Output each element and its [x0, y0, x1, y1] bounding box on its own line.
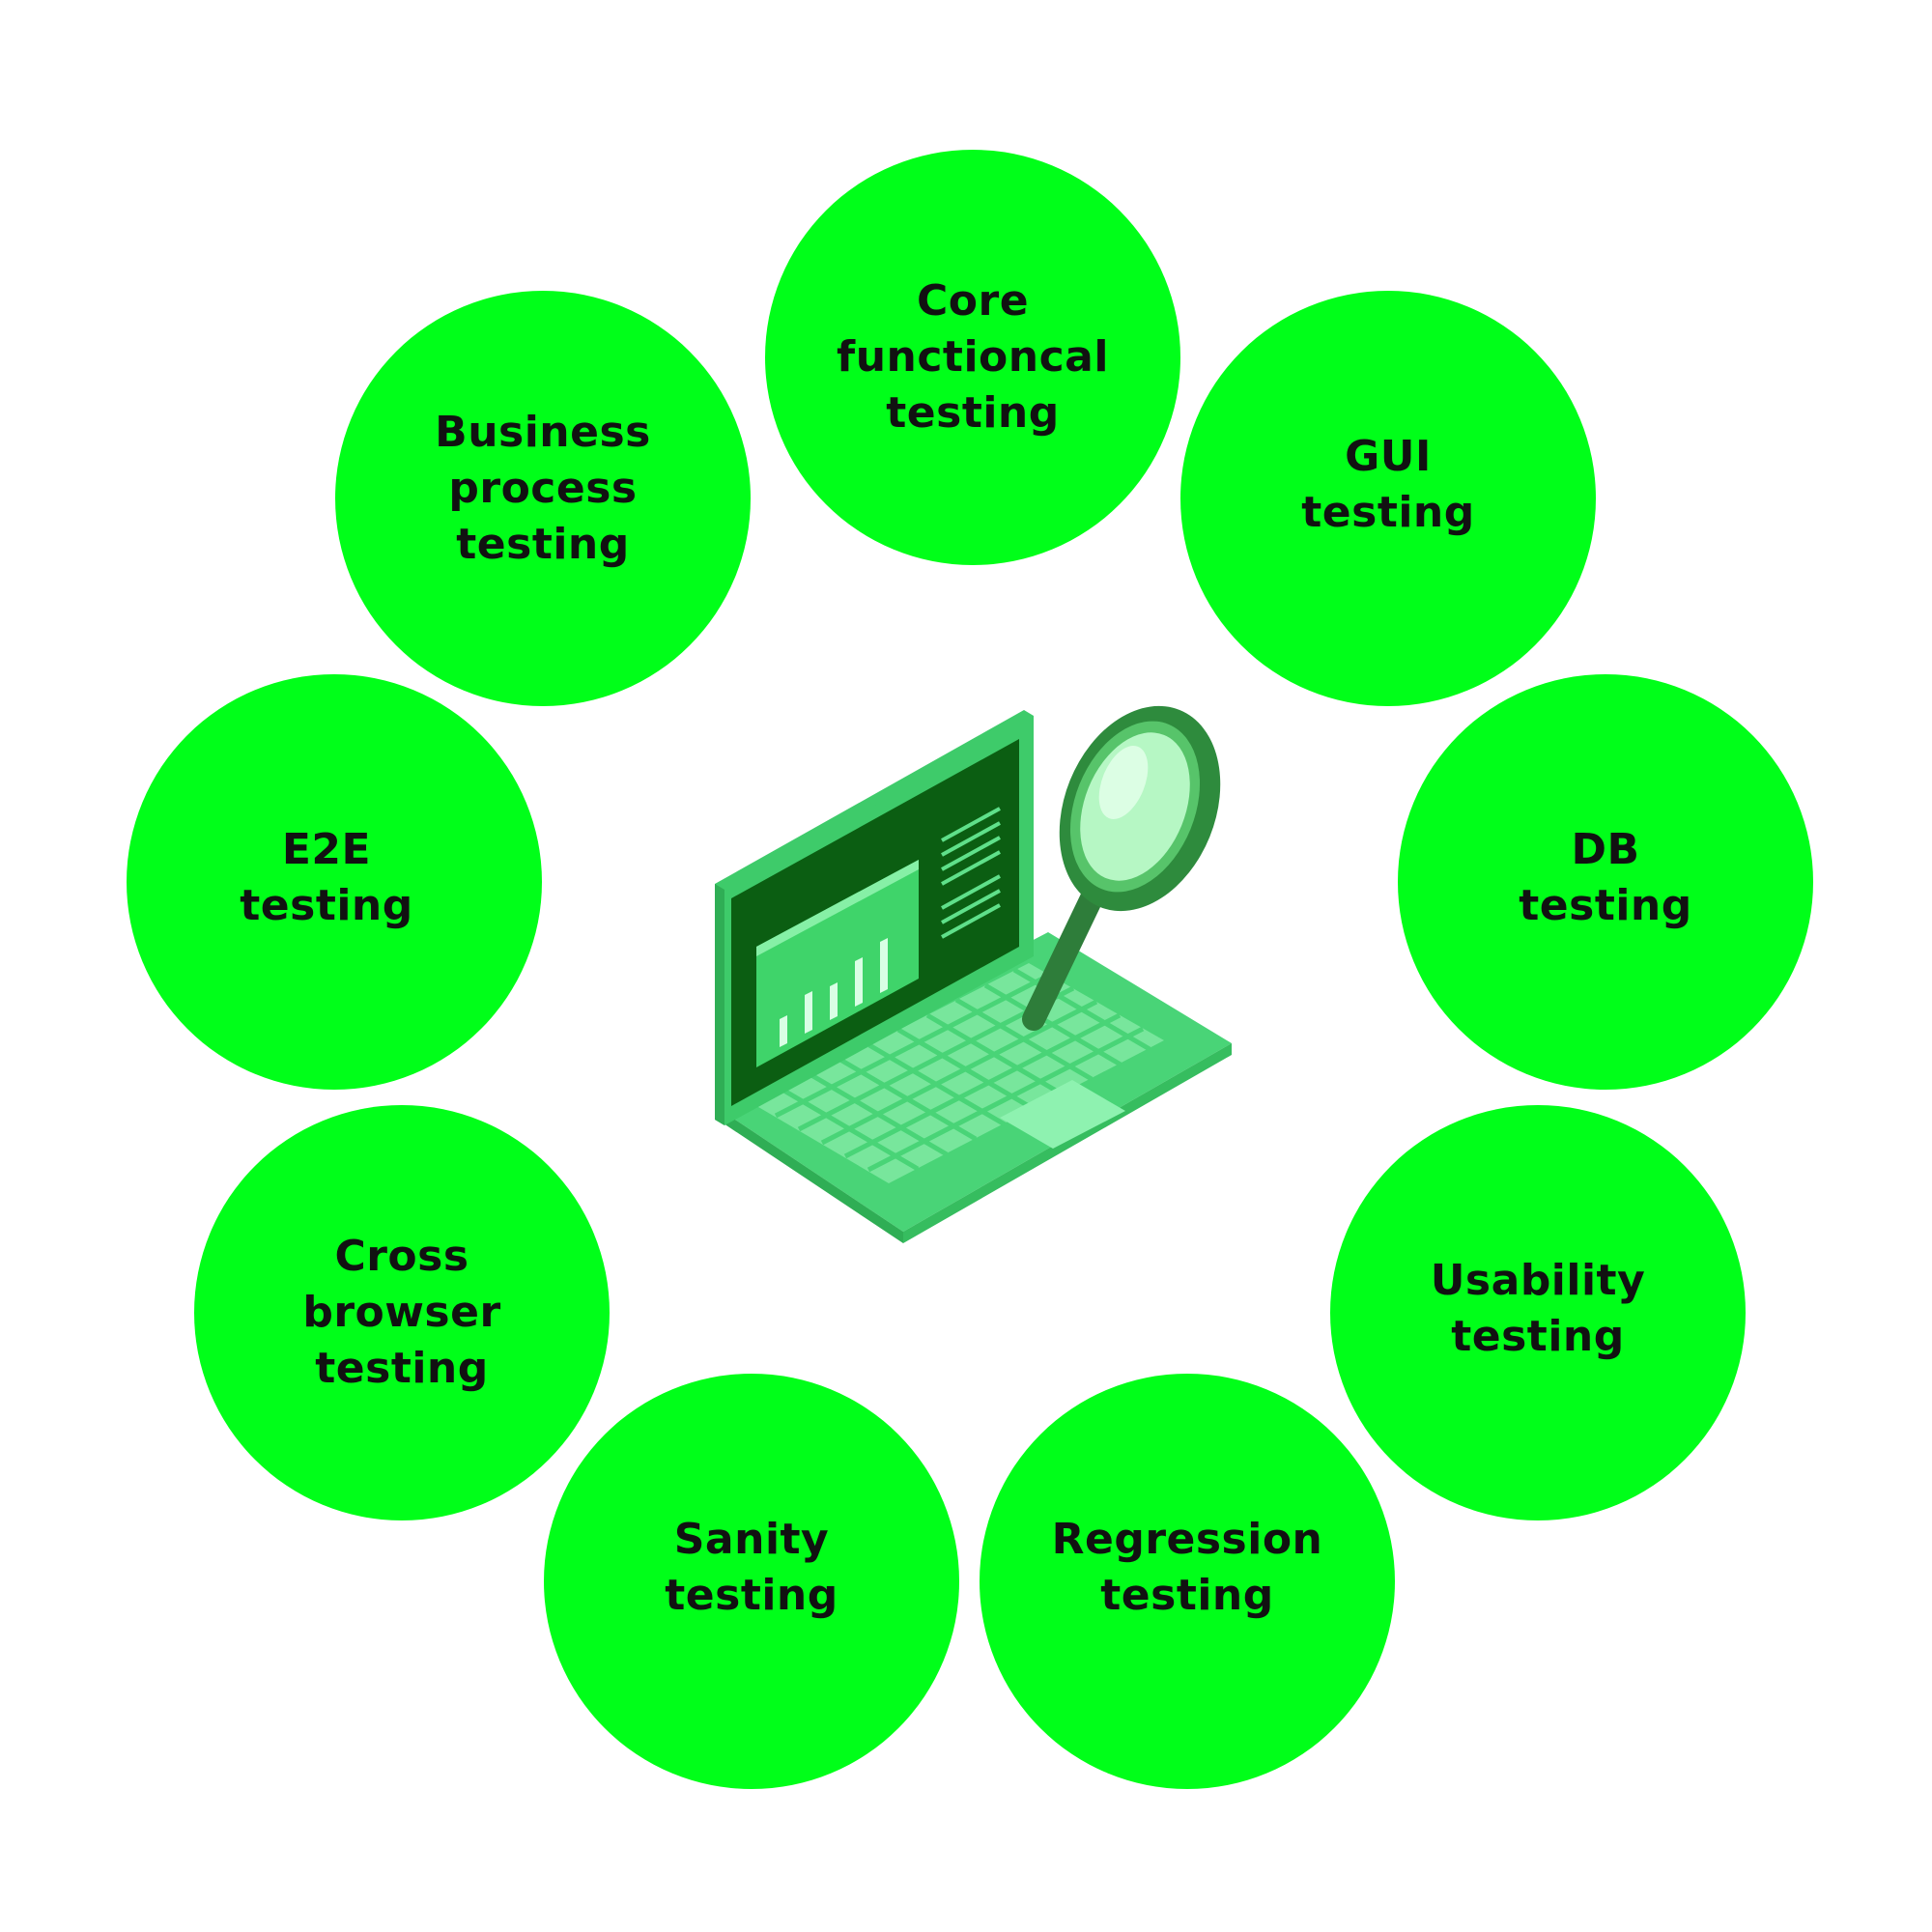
circle-label: Usability testing [1430, 1256, 1646, 1361]
circle-label: DB testing [1519, 825, 1692, 930]
circle-label: GUI testing [1301, 432, 1475, 537]
circle-e2e-testing: E2E testing [127, 674, 542, 1090]
circle-business-process-testing: Business process testing [335, 291, 751, 706]
circle-usability-testing: Usability testing [1330, 1105, 1746, 1520]
circle-sanity-testing: Sanity testing [544, 1374, 959, 1789]
circle-label: Cross browser testing [302, 1232, 501, 1393]
laptop-with-magnifier-icon [710, 700, 1236, 1246]
circle-label: Core functioncal testing [837, 276, 1109, 438]
circle-gui-testing: GUI testing [1180, 291, 1596, 706]
circle-label: Regression testing [1051, 1515, 1323, 1620]
circle-regression-testing: Regression testing [980, 1374, 1395, 1789]
circle-cross-browser-testing: Cross browser testing [194, 1105, 610, 1520]
circle-label: Sanity testing [665, 1515, 838, 1620]
circle-db-testing: DB testing [1398, 674, 1813, 1090]
circle-label: E2E testing [240, 825, 413, 930]
circle-label: Business process testing [435, 408, 651, 569]
circle-core-functional-testing: Core functioncal testing [765, 150, 1180, 565]
